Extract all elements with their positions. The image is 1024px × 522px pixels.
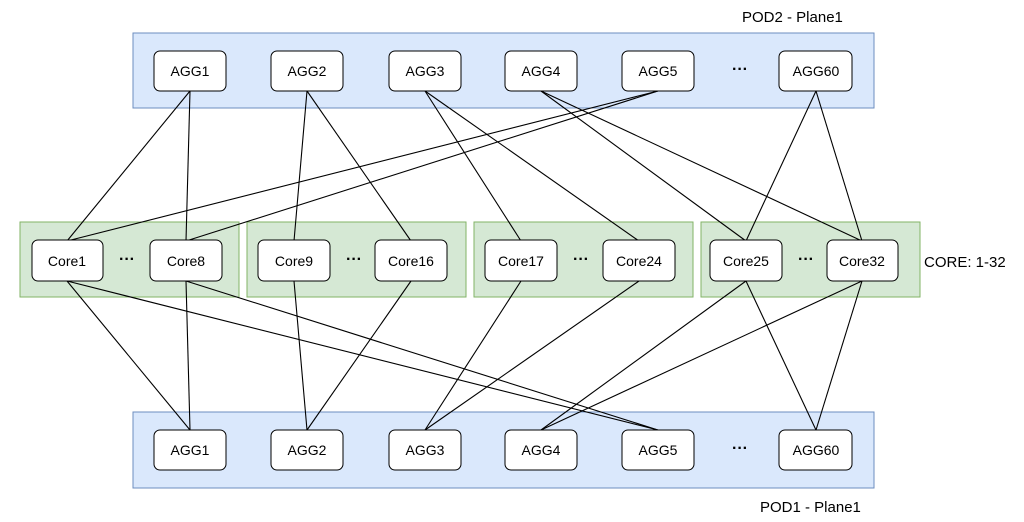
top-pod-band (132, 32, 875, 109)
node-core25[interactable]: Core25 (709, 239, 783, 282)
node-top-agg5[interactable]: AGG5 (621, 50, 695, 92)
node-label: Core16 (388, 253, 434, 269)
link-core8-b_agg1 (185, 280, 191, 431)
link-t_agg3-core17 (424, 90, 522, 242)
node-label: AGG1 (171, 63, 210, 79)
bottom-pod-label: POD1 - Plane1 (760, 499, 861, 516)
link-core8-b_agg5 (185, 280, 659, 431)
link-core32-b_agg60 (815, 280, 863, 431)
link-t_agg1-core8 (185, 90, 191, 242)
top-pod-nodes: AGG1 AGG2 AGG3 AGG4 AGG5 ··· AGG60 (153, 50, 853, 92)
node-core24[interactable]: Core24 (602, 239, 676, 282)
link-t_agg2-core9 (293, 90, 308, 242)
link-t_agg5-core1 (66, 90, 659, 242)
bottom-pod-nodes: AGG1 AGG2 AGG3 AGG4 AGG5 ··· AGG60 (153, 429, 853, 471)
node-bottom-agg3[interactable]: AGG3 (388, 429, 462, 471)
core-group-3-ellipsis: ··· (573, 251, 589, 268)
link-core16-b_agg2 (306, 280, 412, 431)
link-core9-b_agg2 (293, 280, 308, 431)
node-label: AGG60 (793, 63, 840, 79)
node-bottom-agg5[interactable]: AGG5 (621, 429, 695, 471)
link-core24-b_agg3 (424, 280, 640, 431)
link-core1-b_agg1 (66, 280, 191, 431)
node-label: AGG5 (639, 442, 678, 458)
link-t_agg60-core32 (815, 90, 863, 242)
node-top-agg1[interactable]: AGG1 (153, 50, 227, 92)
node-label: AGG1 (171, 442, 210, 458)
node-bottom-agg1[interactable]: AGG1 (153, 429, 227, 471)
node-label: AGG4 (522, 63, 561, 79)
node-label: AGG60 (793, 442, 840, 458)
bottom-pod-band (132, 411, 875, 489)
node-core9[interactable]: Core9 (257, 239, 331, 282)
node-label: AGG2 (288, 63, 327, 79)
node-top-agg2[interactable]: AGG2 (270, 50, 344, 92)
link-t_agg2-core16 (306, 90, 412, 242)
links-layer (66, 90, 863, 431)
core-label: CORE: 1-32 (924, 254, 1006, 271)
node-core8[interactable]: Core8 (149, 239, 223, 282)
top-pod-ellipsis: ··· (732, 61, 748, 78)
link-t_agg60-core25 (745, 90, 817, 242)
node-bottom-agg60[interactable]: AGG60 (778, 429, 853, 471)
node-core17[interactable]: Core17 (484, 239, 558, 282)
node-label: AGG3 (406, 63, 445, 79)
link-core25-b_agg4 (540, 280, 747, 431)
core-group-1-ellipsis: ··· (119, 251, 135, 268)
link-t_agg1-core1 (66, 90, 191, 242)
node-label: AGG2 (288, 442, 327, 458)
node-label: Core32 (839, 253, 885, 269)
link-core17-b_agg3 (424, 280, 522, 431)
node-top-agg3[interactable]: AGG3 (388, 50, 462, 92)
node-top-agg60[interactable]: AGG60 (778, 50, 853, 92)
node-label: AGG3 (406, 442, 445, 458)
node-core32[interactable]: Core32 (826, 239, 899, 282)
link-core25-b_agg60 (745, 280, 817, 431)
link-t_agg5-core8 (185, 90, 659, 242)
core-group-2-ellipsis: ··· (346, 251, 362, 268)
link-t_agg3-core24 (424, 90, 640, 242)
node-label: Core17 (498, 253, 544, 269)
link-core1-b_agg5 (66, 280, 659, 431)
node-label: Core8 (167, 253, 205, 269)
node-label: Core1 (48, 253, 86, 269)
node-bottom-agg4[interactable]: AGG4 (504, 429, 578, 471)
node-label: Core24 (616, 253, 662, 269)
node-label: Core25 (723, 253, 769, 269)
core-nodes: Core1 ··· Core8 Core9 ··· Core16 Core17 … (31, 239, 899, 282)
link-t_agg4-core32 (540, 90, 863, 242)
bottom-pod-ellipsis: ··· (732, 440, 748, 457)
core-group-4-ellipsis: ··· (798, 251, 814, 268)
node-label: Core9 (275, 253, 313, 269)
link-t_agg4-core25 (540, 90, 747, 242)
node-core1[interactable]: Core1 (31, 239, 104, 282)
node-label: AGG5 (639, 63, 678, 79)
link-core32-b_agg4 (540, 280, 863, 431)
node-bottom-agg2[interactable]: AGG2 (270, 429, 344, 471)
top-pod-label: POD2 - Plane1 (742, 9, 843, 26)
node-top-agg4[interactable]: AGG4 (504, 50, 578, 92)
node-core16[interactable]: Core16 (374, 239, 448, 282)
node-label: AGG4 (522, 442, 561, 458)
